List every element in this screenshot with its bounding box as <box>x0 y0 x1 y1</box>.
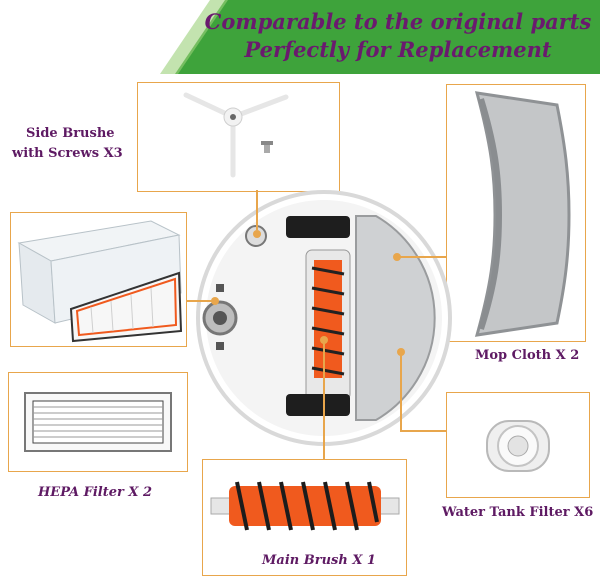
side-brush-label-line-1: Side Brushe <box>26 126 115 141</box>
hepa-filter-box <box>8 372 188 472</box>
side-brush-box <box>137 82 340 192</box>
hepa-filter-image <box>24 392 172 452</box>
dustbin-image <box>17 220 183 343</box>
banner-title: Comparable to the original parts Perfect… <box>198 8 598 64</box>
banner-background <box>0 0 600 74</box>
water-tank-filter-image <box>486 420 550 472</box>
main-brush-image <box>210 481 400 531</box>
water-tank-filter-label: Water Tank Filter X6 <box>442 505 594 520</box>
side-brush-label: Side Brushe with Screws X3 <box>12 124 123 164</box>
water-tank-leader <box>400 430 446 432</box>
mop-cloth-label: Mop Cloth X 2 <box>475 348 580 363</box>
water-tank-leader-dot <box>397 348 405 356</box>
robot-vacuum-image <box>196 190 452 446</box>
banner-line-2: Perfectly for Replacement <box>244 37 552 62</box>
side-brush-image <box>183 92 289 178</box>
side-brush-leader-dot <box>253 230 261 238</box>
dustbin-leader-dot <box>211 297 219 305</box>
mop-cloth-box <box>446 84 586 342</box>
dustbin-box <box>10 212 187 347</box>
main-brush-box <box>202 459 407 576</box>
banner-line-1: Comparable to the original parts <box>204 9 592 34</box>
hepa-filter-label: HEPA Filter X 2 <box>38 485 153 500</box>
main-brush-leader-dot <box>320 336 328 344</box>
mop-cloth-image <box>474 91 571 337</box>
mop-cloth-leader-2 <box>400 352 402 430</box>
water-tank-filter-box <box>446 392 590 498</box>
side-brush-leader <box>256 190 258 230</box>
side-brush-label-line-2: with Screws X3 <box>12 146 123 161</box>
main-brush-label: Main Brush X 1 <box>262 553 376 568</box>
dustbin-leader <box>186 300 214 302</box>
mop-cloth-leader-1 <box>398 256 446 258</box>
main-brush-leader <box>323 340 325 459</box>
mop-cloth-leader-dot-1 <box>393 253 401 261</box>
